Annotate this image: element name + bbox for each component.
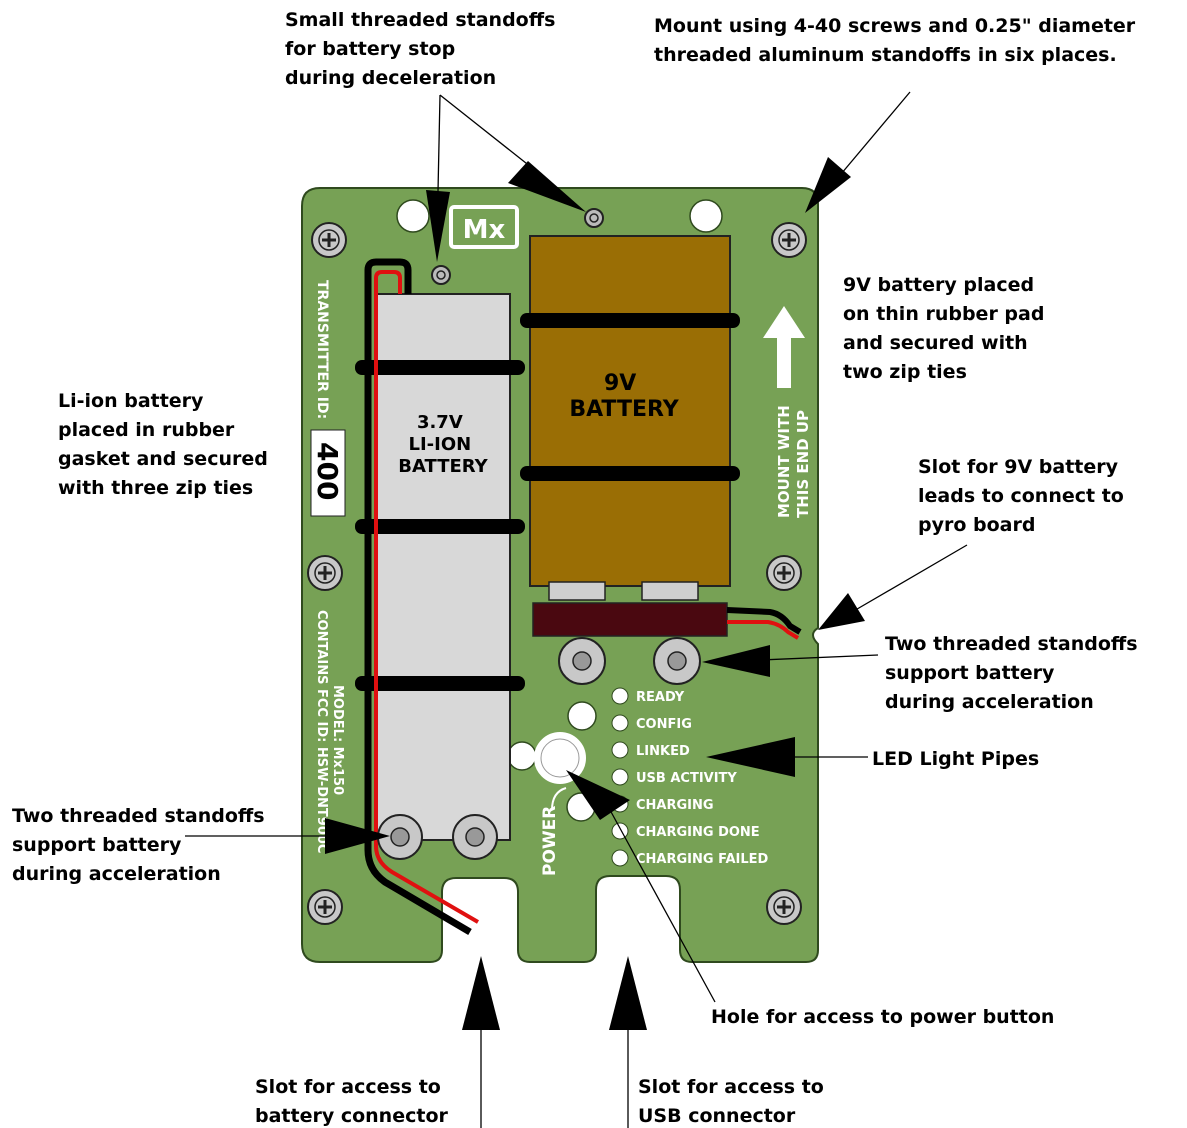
svg-text:USB ACTIVITY: USB ACTIVITY bbox=[636, 771, 737, 786]
up-arrow-icon bbox=[763, 306, 805, 388]
callout-slot-usb: Slot for access to USB connector bbox=[638, 1076, 830, 1127]
screw-icon bbox=[307, 555, 343, 591]
nine-v-battery bbox=[529, 235, 731, 587]
power-label: POWER bbox=[540, 806, 560, 876]
svg-text:READY: READY bbox=[636, 690, 685, 705]
screw-icon bbox=[766, 889, 802, 925]
nine-v-zip-ties bbox=[520, 313, 740, 481]
liion-battery-wire-red bbox=[374, 270, 480, 924]
nine-v-battery-label: 9V BATTERY bbox=[569, 371, 679, 422]
svg-text:CONFIG: CONFIG bbox=[636, 717, 692, 732]
transmitter-id-box bbox=[310, 429, 346, 517]
power-button[interactable] bbox=[534, 732, 586, 784]
callout-power-hole: Hole for access to power button bbox=[711, 1006, 1054, 1028]
led-light-pipe: LINKED bbox=[611, 741, 690, 759]
small-standoff bbox=[584, 208, 604, 228]
model-label: MODEL: Mx150 bbox=[330, 685, 345, 795]
liion-battery-label: 3.7V LI-ION BATTERY bbox=[398, 412, 488, 477]
screw-icon bbox=[307, 889, 343, 925]
nine-v-lead-black bbox=[726, 607, 802, 635]
svg-text:CHARGING DONE: CHARGING DONE bbox=[636, 825, 760, 840]
callout-mount: Mount using 4-40 screws and 0.25" diamet… bbox=[654, 15, 1142, 66]
callout-nine-v-placed: 9V battery placed on thin rubber pad and… bbox=[843, 274, 1051, 383]
svg-text:CHARGING FAILED: CHARGING FAILED bbox=[636, 852, 769, 867]
callout-standoffs-left: Two threaded standoffs support battery d… bbox=[12, 805, 271, 885]
acceleration-standoff bbox=[452, 814, 498, 860]
liion-battery bbox=[376, 293, 511, 841]
acceleration-standoff bbox=[653, 637, 701, 685]
screw-icon bbox=[311, 222, 347, 258]
led-light-pipe: READY bbox=[611, 687, 685, 705]
mount-orientation-label-2: THIS END UP bbox=[794, 410, 812, 518]
nine-v-connector bbox=[532, 602, 728, 637]
fcc-label: CONTAINS FCC ID: HSW-DNT900C bbox=[314, 610, 329, 853]
callout-small-standoffs: Small threaded standoffs for battery sto… bbox=[285, 9, 562, 89]
transmitter-id-value: 400 bbox=[311, 442, 344, 500]
transmitter-id-label: TRANSMITTER ID: bbox=[314, 280, 330, 419]
screw-icon bbox=[766, 555, 802, 591]
svg-text:CHARGING: CHARGING bbox=[636, 798, 714, 813]
callout-standoffs-right: Two threaded standoffs support battery d… bbox=[885, 633, 1144, 713]
callout-slot-9v: Slot for 9V battery leads to connect to … bbox=[918, 456, 1130, 536]
mounting-screws bbox=[307, 222, 807, 925]
callout-led-light-pipes: LED Light Pipes bbox=[872, 748, 1039, 770]
nine-v-terminals bbox=[548, 581, 699, 601]
liion-battery-wire-black bbox=[364, 258, 472, 936]
acceleration-standoff bbox=[558, 637, 606, 685]
leader-lines bbox=[185, 91, 968, 1128]
mx-logo: Mx bbox=[449, 205, 519, 249]
mount-orientation-label-1: MOUNT WITH bbox=[775, 405, 793, 518]
svg-text:LINKED: LINKED bbox=[636, 744, 690, 759]
nine-v-lead-red bbox=[727, 620, 800, 640]
small-standoff bbox=[431, 265, 451, 285]
callout-liion-placed: Li-ion battery placed in rubber gasket a… bbox=[58, 390, 274, 499]
led-light-pipe: USB ACTIVITY bbox=[611, 768, 737, 786]
power-label-line bbox=[551, 787, 567, 811]
led-light-pipe: CHARGING FAILED bbox=[611, 849, 769, 867]
svg-text:Mx: Mx bbox=[463, 215, 506, 245]
liion-zip-ties bbox=[355, 360, 525, 691]
screw-icon bbox=[771, 222, 807, 258]
callout-slot-battery: Slot for access to battery connector bbox=[255, 1076, 448, 1127]
led-light-pipe: CONFIG bbox=[611, 714, 692, 732]
